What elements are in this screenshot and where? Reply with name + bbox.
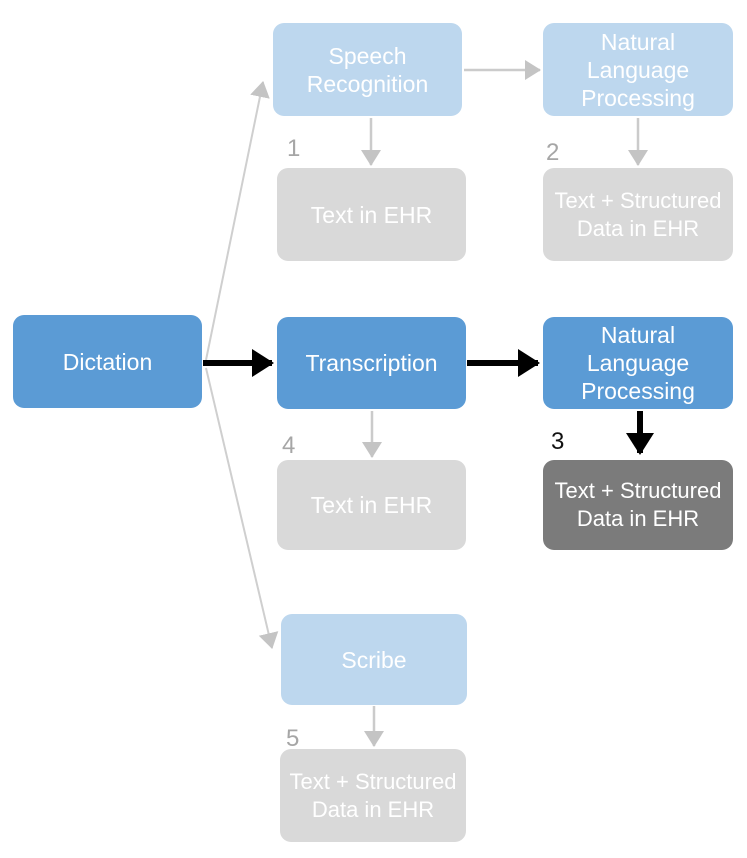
path-number-2: 2	[546, 139, 560, 166]
path-number-3: 3	[551, 428, 565, 455]
node-speech-recognition-label: Speech Recognition	[306, 42, 429, 97]
node-text-structured-2: Text + Structured Data in EHR	[543, 168, 733, 261]
node-nlp-active-label: Natural Language Processing	[581, 322, 695, 404]
arrow-dictation-to-speech-recognition	[205, 81, 270, 361]
node-scribe-label: Scribe	[341, 646, 407, 673]
node-text-structured-3-label: Text + Structured Data in EHR	[554, 478, 722, 531]
node-text-structured-2-label: Text + Structured Data in EHR	[554, 187, 722, 241]
node-nlp-faded-label: Natural Language Processing	[581, 28, 695, 111]
path-number-4: 4	[282, 432, 296, 459]
node-transcription-label: Transcription	[305, 350, 438, 376]
node-text-structured-5-label: Text + Structured Data in EHR	[289, 768, 457, 822]
node-text-in-ehr-1: Text in EHR	[277, 168, 466, 261]
node-nlp-active: Natural Language Processing	[543, 317, 733, 409]
node-text-structured-5: Text + Structured Data in EHR	[280, 749, 466, 842]
arrow-dictation-to-scribe	[205, 367, 279, 649]
node-dictation: Dictation	[13, 315, 202, 408]
node-transcription: Transcription	[277, 317, 466, 409]
node-nlp-faded: Natural Language Processing	[543, 23, 733, 116]
path-number-1: 1	[287, 135, 301, 162]
node-text-in-ehr-4: Text in EHR	[277, 460, 466, 550]
node-text-in-ehr-1-label: Text in EHR	[310, 201, 433, 228]
node-scribe: Scribe	[281, 614, 467, 705]
node-dictation-label: Dictation	[62, 348, 153, 375]
node-text-in-ehr-4-label: Text in EHR	[310, 492, 433, 518]
path-number-5: 5	[286, 725, 300, 752]
node-speech-recognition: Speech Recognition	[273, 23, 462, 116]
node-text-structured-3: Text + Structured Data in EHR	[543, 460, 733, 550]
